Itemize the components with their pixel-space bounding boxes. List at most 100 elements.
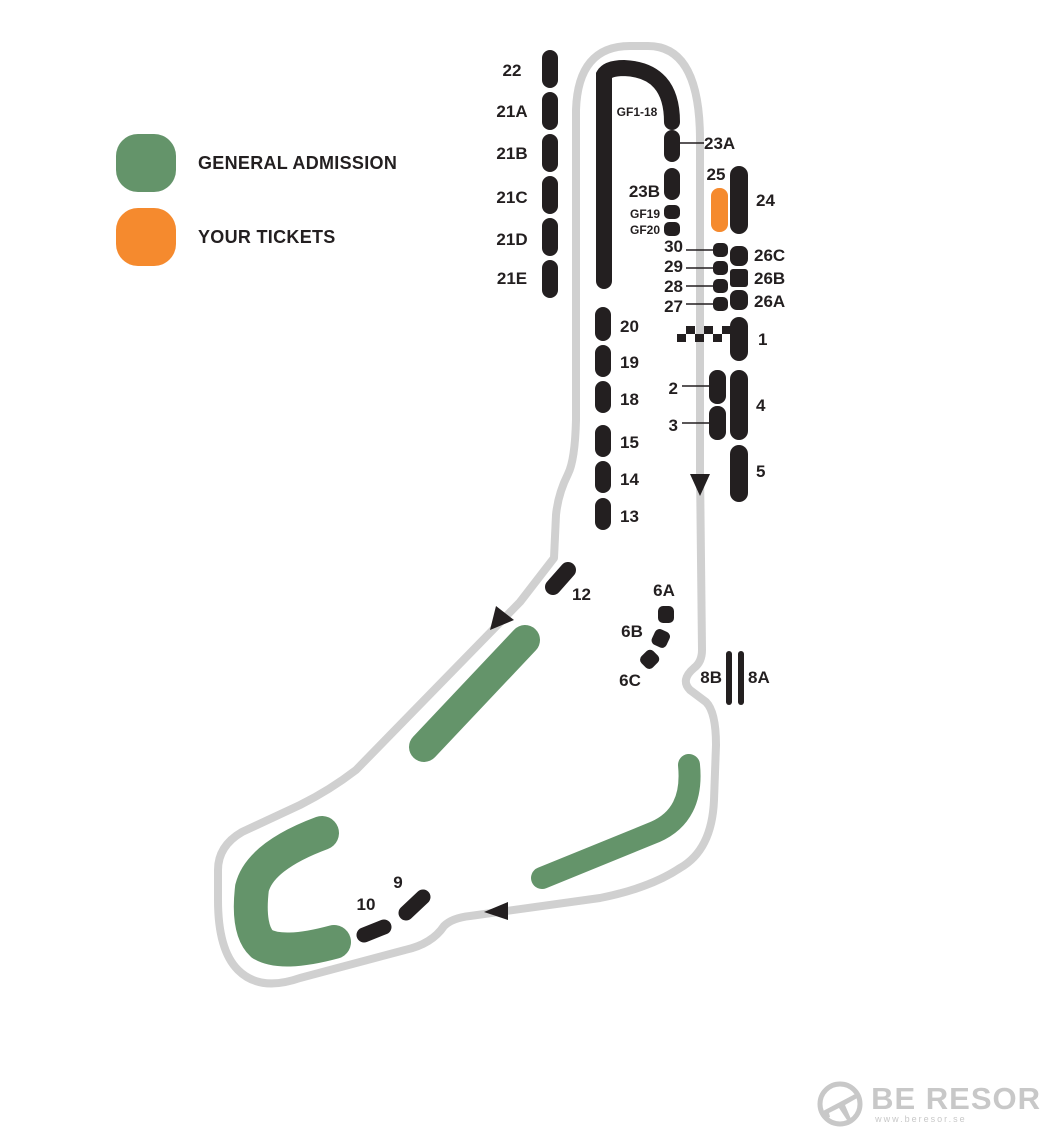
label-26a: 26A xyxy=(754,292,785,311)
label-26b: 26B xyxy=(754,269,785,288)
label-21c: 21C xyxy=(496,188,527,207)
label-3: 3 xyxy=(669,416,678,435)
legend-general-admission: GENERAL ADMISSION xyxy=(116,134,397,192)
stand-18[interactable] xyxy=(595,381,611,413)
general-admission-area xyxy=(233,816,351,967)
label-8a: 8A xyxy=(748,668,770,687)
label-21e: 21E xyxy=(497,269,527,288)
stand-13[interactable] xyxy=(595,498,611,530)
stand-gf1-18[interactable] xyxy=(596,59,680,289)
direction-arrow-icon xyxy=(490,606,514,630)
stand-21a[interactable] xyxy=(542,92,558,130)
stand-9[interactable] xyxy=(398,889,431,921)
stand-gf19[interactable] xyxy=(664,205,680,219)
label-21d: 21D xyxy=(496,230,527,249)
your-tickets-swatch xyxy=(116,208,176,266)
direction-arrow-icon xyxy=(484,902,508,920)
label-gf1-18: GF1-18 xyxy=(617,105,658,119)
label-6a: 6A xyxy=(653,581,675,600)
race-track xyxy=(214,42,720,988)
legend-your-tickets: YOUR TICKETS xyxy=(116,208,336,266)
leader-lines xyxy=(678,142,714,424)
stand-1[interactable] xyxy=(730,317,748,361)
label-13: 13 xyxy=(620,507,639,526)
label-gf20: GF20 xyxy=(630,223,660,237)
stand-22[interactable] xyxy=(542,50,558,88)
logo-name: BE RESOR xyxy=(871,1081,1041,1116)
be-resor-logo: BE RESOR www.beresor.se xyxy=(815,1079,1041,1129)
stand-labels: 22 21A 21B 21C 21D 21E GF1-18 23A 23B GF… xyxy=(357,61,786,914)
label-25: 25 xyxy=(707,165,726,184)
stand-21d[interactable] xyxy=(542,218,558,256)
label-9: 9 xyxy=(393,873,402,892)
label-21b: 21B xyxy=(496,144,527,163)
stand-6b[interactable] xyxy=(650,627,672,649)
stand-6c[interactable] xyxy=(638,648,661,671)
stand-8b[interactable] xyxy=(726,651,732,705)
stand-21e[interactable] xyxy=(542,260,558,298)
stand-8a[interactable] xyxy=(738,651,744,705)
stand-14[interactable] xyxy=(595,461,611,493)
stand-6a[interactable] xyxy=(658,606,674,623)
direction-arrow-icon xyxy=(690,474,710,496)
label-23b: 23B xyxy=(629,182,660,201)
label-gf19: GF19 xyxy=(630,207,660,221)
logo-text: BE RESOR www.beresor.se xyxy=(871,1081,1041,1124)
label-27: 27 xyxy=(664,297,683,316)
stand-12[interactable] xyxy=(545,562,576,595)
stand-26b[interactable] xyxy=(730,269,748,287)
label-4: 4 xyxy=(756,396,766,415)
label-19: 19 xyxy=(620,353,639,372)
legend-label: YOUR TICKETS xyxy=(198,226,336,247)
label-10: 10 xyxy=(357,895,376,914)
general-admission-swatch xyxy=(116,134,176,192)
stand-23b[interactable] xyxy=(664,168,680,200)
stand-20[interactable] xyxy=(595,307,611,341)
label-15: 15 xyxy=(620,433,639,452)
checkered-flag-icon xyxy=(677,326,731,342)
stand-19[interactable] xyxy=(595,345,611,377)
stand-gf20[interactable] xyxy=(664,222,680,236)
stand-29[interactable] xyxy=(713,261,728,275)
label-21a: 21A xyxy=(496,102,527,121)
stand-25-selected[interactable] xyxy=(711,188,728,232)
label-5: 5 xyxy=(756,462,765,481)
general-admission-area xyxy=(531,754,701,889)
label-14: 14 xyxy=(620,470,639,489)
stand-21c[interactable] xyxy=(542,176,558,214)
label-22: 22 xyxy=(503,61,522,80)
stand-2[interactable] xyxy=(709,370,726,404)
label-12: 12 xyxy=(572,585,591,604)
stand-10[interactable] xyxy=(356,919,392,943)
stand-3[interactable] xyxy=(709,406,726,440)
stand-28[interactable] xyxy=(713,279,728,293)
label-18: 18 xyxy=(620,390,639,409)
stand-4[interactable] xyxy=(730,370,748,440)
label-20: 20 xyxy=(620,317,639,336)
stand-15[interactable] xyxy=(595,425,611,457)
stand-23a[interactable] xyxy=(664,130,680,162)
plane-globe-icon xyxy=(817,1081,863,1127)
label-29: 29 xyxy=(664,257,683,276)
stand-24[interactable] xyxy=(730,166,748,234)
label-6b: 6B xyxy=(621,622,643,641)
stand-26a[interactable] xyxy=(730,290,748,310)
general-admission-area xyxy=(409,625,540,762)
stand-30[interactable] xyxy=(713,243,728,257)
label-2: 2 xyxy=(669,379,678,398)
stand-27[interactable] xyxy=(713,297,728,311)
label-23a: 23A xyxy=(704,134,735,153)
label-28: 28 xyxy=(664,277,683,296)
label-6c: 6C xyxy=(619,671,641,690)
stand-21b[interactable] xyxy=(542,134,558,172)
label-30: 30 xyxy=(664,237,683,256)
label-26c: 26C xyxy=(754,246,785,265)
stand-26c[interactable] xyxy=(730,246,748,266)
label-8b: 8B xyxy=(700,668,722,687)
logo-url: www.beresor.se xyxy=(875,1114,967,1124)
label-1: 1 xyxy=(758,330,767,349)
stands-group xyxy=(356,50,748,943)
stand-5[interactable] xyxy=(730,445,748,502)
